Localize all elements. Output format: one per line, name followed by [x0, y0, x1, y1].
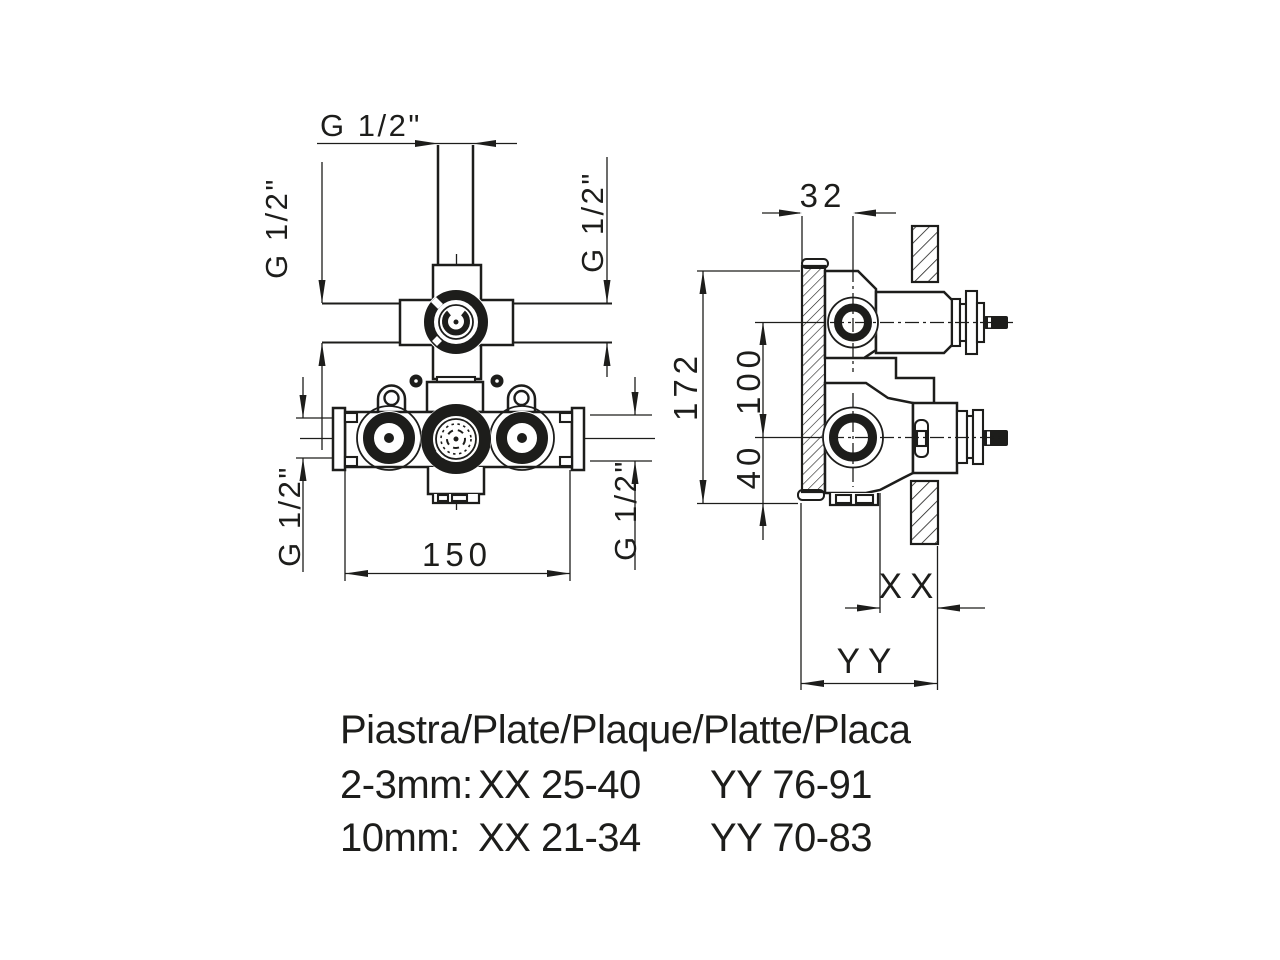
left-control-circle — [356, 405, 422, 471]
dim-label-bottom: 40 — [730, 443, 767, 490]
dim-label-depth: 32 — [800, 177, 847, 214]
wall-section-upper — [910, 224, 940, 284]
right-end-cap — [570, 406, 586, 472]
plate-row2-thickness: 10mm: — [340, 816, 460, 860]
dim-label-body-width: 150 — [422, 536, 492, 573]
right-control-circle — [489, 405, 555, 471]
dim-label-lower-left-thread: G 1/2" — [272, 465, 307, 567]
front-view: G 1/2" G 1/2" G 1/2" G 1/2" G 1/2" 150 — [259, 108, 655, 581]
side-view: 32 172 100 40 XX YY — [667, 177, 1013, 690]
plate-thickness-table: Piastra/Plate/Plaque/Platte/Placa 2-3mm:… — [340, 708, 912, 860]
side-view-dimension-lines — [697, 209, 985, 690]
thermostatic-cartridge-circle — [420, 403, 492, 475]
upper-diverter-valve — [322, 263, 612, 381]
left-end-cap — [331, 406, 347, 472]
dim-label-xx: XX — [879, 567, 942, 606]
top-pipe — [436, 145, 475, 266]
plate-table-title: Piastra/Plate/Plaque/Platte/Placa — [340, 708, 912, 752]
centerlines — [830, 268, 1013, 487]
plate-row1-xx: XX 25-40 — [478, 763, 641, 807]
plate-row2-yy: YY 70-83 — [710, 816, 872, 860]
body-step — [864, 356, 936, 402]
main-valve-body — [331, 403, 586, 505]
mounting-plate — [797, 258, 829, 501]
dim-label-port-spacing: 100 — [730, 345, 767, 415]
dim-label-height: 172 — [667, 351, 704, 421]
dim-label-yy: YY — [837, 642, 900, 681]
plate-row1-yy: YY 76-91 — [710, 763, 872, 807]
dim-label-upper-right-thread: G 1/2" — [575, 171, 610, 273]
plate-row1-thickness: 2-3mm: — [340, 763, 473, 807]
wall-section-lower — [909, 479, 940, 546]
dim-label-lower-right-thread: G 1/2" — [608, 459, 643, 561]
plate-row2-xx: XX 21-34 — [478, 816, 641, 860]
dim-label-top-thread: G 1/2" — [320, 108, 422, 143]
dim-label-upper-left-thread: G 1/2" — [259, 177, 294, 279]
